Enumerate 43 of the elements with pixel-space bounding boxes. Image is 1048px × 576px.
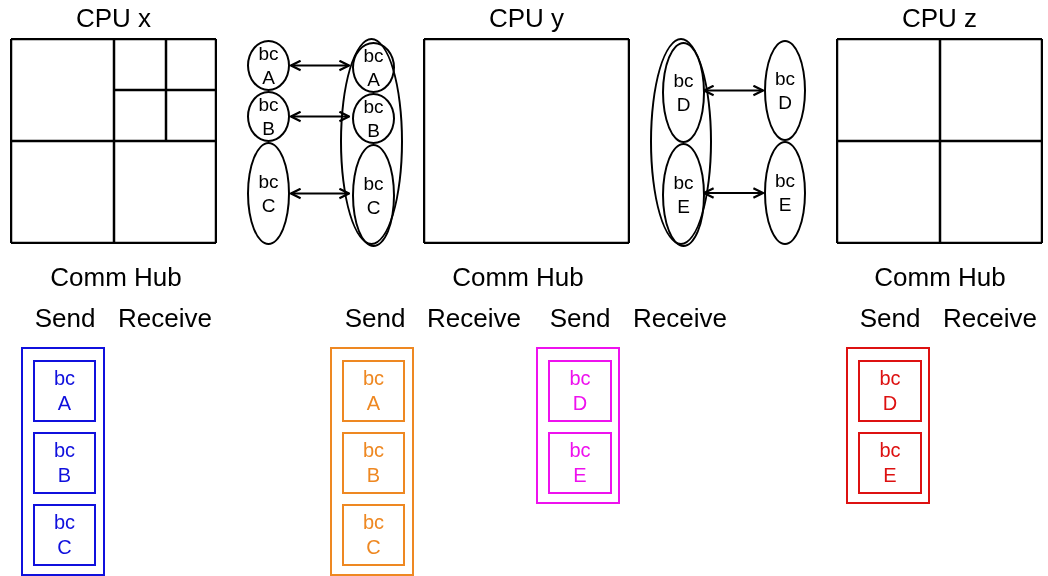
buffer-ellipse: bc C (352, 144, 395, 247)
column-heading: Send (549, 303, 611, 333)
double-arrow (702, 187, 765, 199)
column-heading: Receive (943, 303, 1037, 333)
buffer-ellipse: bc D (764, 40, 806, 141)
cpu-title: CPU z (900, 2, 979, 34)
group-ellipse (340, 38, 403, 245)
send-queue-panel (21, 347, 105, 576)
buffer-card: bc E (548, 432, 612, 494)
hub-title: Comm Hub (452, 262, 584, 292)
hub-title: Comm Hub (874, 262, 1006, 292)
buffer-card: bc A (33, 360, 96, 422)
column-heading: Send (859, 303, 921, 333)
send-queue-panel (330, 347, 414, 576)
hub-title: Comm Hub (50, 262, 182, 292)
send-queue-panel (846, 347, 930, 504)
column-heading: Receive (118, 303, 212, 333)
send-queue-panel (536, 347, 620, 504)
buffer-ellipse: bc B (247, 91, 290, 142)
buffer-card: bc D (858, 360, 922, 422)
cpu-title: CPU x (74, 2, 153, 34)
double-arrow (289, 110, 351, 123)
buffer-card: bc A (342, 360, 405, 422)
buffer-card: bc C (342, 504, 405, 566)
buffer-ellipse: bc C (247, 142, 290, 245)
double-arrow (289, 187, 351, 200)
buffer-card: bc D (548, 360, 612, 422)
column-heading: Receive (427, 303, 521, 333)
buffer-ellipse: bc D (662, 42, 705, 143)
column-heading: Receive (633, 303, 727, 333)
buffer-card: bc C (33, 504, 96, 566)
group-ellipse (650, 38, 712, 245)
buffer-ellipse: bc E (662, 143, 705, 247)
double-arrow (289, 59, 351, 72)
buffer-card: bc B (342, 432, 405, 494)
buffer-ellipse: bc E (764, 141, 806, 245)
double-arrow (702, 84, 765, 97)
column-heading: Send (344, 303, 406, 333)
buffer-card: bc B (33, 432, 96, 494)
cpu-title: CPU y (487, 2, 566, 34)
buffer-ellipse: bc B (352, 93, 395, 144)
column-heading: Send (34, 303, 96, 333)
buffer-card: bc E (858, 432, 922, 494)
